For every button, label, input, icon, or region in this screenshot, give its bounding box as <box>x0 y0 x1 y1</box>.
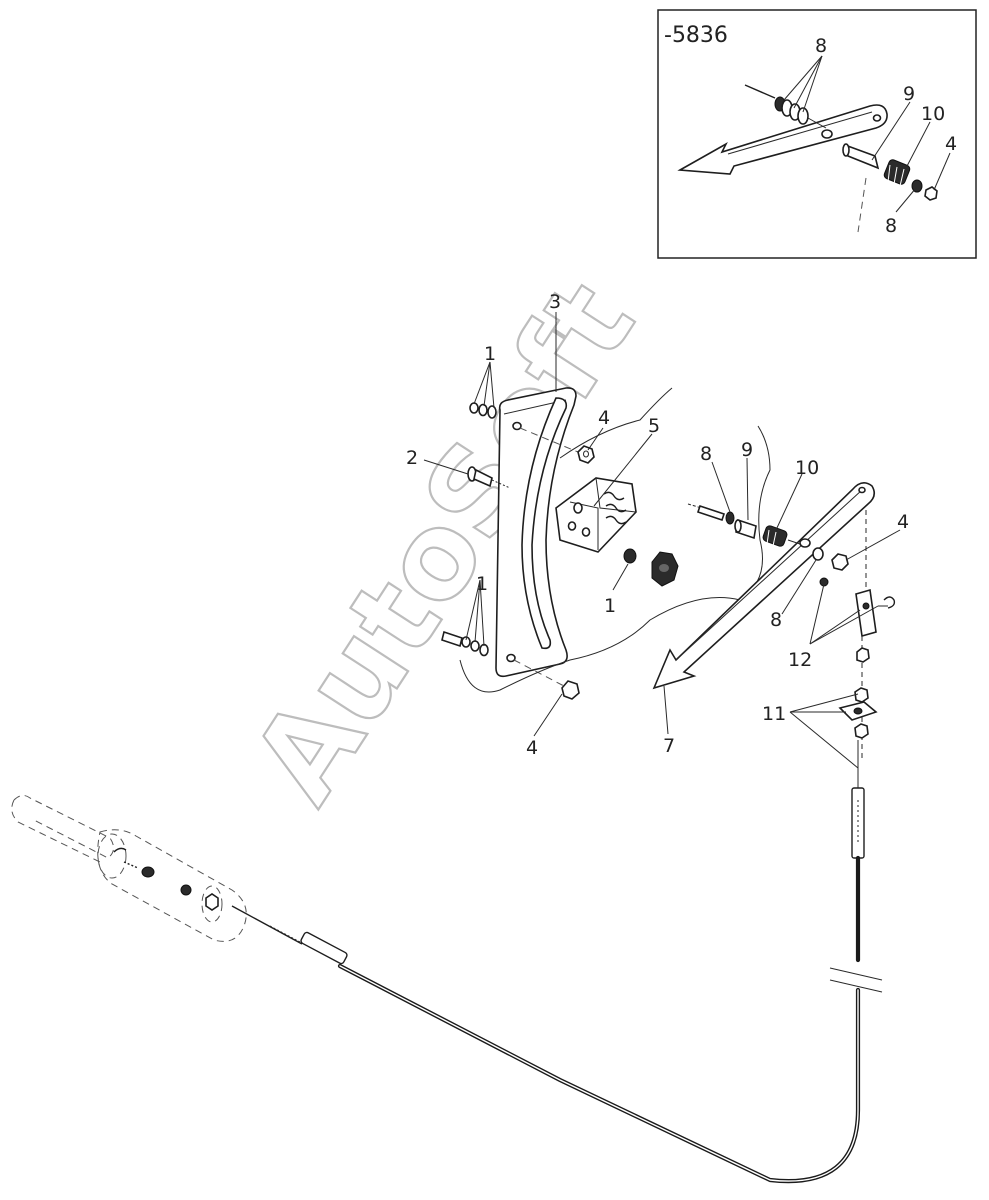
cable-nuts-bracket <box>838 636 878 760</box>
inset-callout-8-bottom: 8 <box>885 215 897 237</box>
inset-nut <box>924 186 938 201</box>
governor-outline <box>11 794 247 942</box>
callout-3: 3 <box>549 291 561 313</box>
inset-callout-4: 4 <box>945 133 957 155</box>
washer-middle <box>623 548 637 564</box>
inset-panel: -5836 <box>657 9 977 259</box>
inset-spacer <box>842 143 880 170</box>
nut-top <box>519 427 595 464</box>
nut-bottom <box>513 659 580 700</box>
callout-2: 2 <box>406 447 418 469</box>
callout-9-main: 9 <box>741 439 753 461</box>
nut-right <box>831 553 849 571</box>
callout-1-top: 1 <box>484 343 496 365</box>
callout-12: 12 <box>788 649 812 671</box>
control-cable <box>231 740 883 1184</box>
callout-5: 5 <box>648 415 660 437</box>
inset-axis-line <box>857 177 867 233</box>
bolt-pivot <box>467 466 511 489</box>
callout-11: 11 <box>762 703 786 725</box>
inset-code: -5836 <box>664 23 728 48</box>
quadrant-plate <box>495 387 577 678</box>
break-line-left <box>459 425 771 693</box>
callout-4-top: 4 <box>598 407 610 429</box>
callouts: 1 2 3 4 5 8 9 10 4 1 1 8 12 4 7 11 <box>406 291 909 759</box>
inset-bolt <box>744 84 827 129</box>
inset-callout-10: 10 <box>921 103 945 125</box>
inset-callout-9: 9 <box>903 83 915 105</box>
leader-lines <box>423 312 901 769</box>
pin-axis-line <box>787 539 801 545</box>
callout-7: 7 <box>663 735 675 757</box>
inset-washer <box>911 179 923 193</box>
callout-8-lower: 8 <box>770 609 782 631</box>
spring <box>762 525 788 547</box>
callout-4-bottom: 4 <box>526 737 538 759</box>
inset-callouts: 8 9 10 4 8 <box>815 35 957 237</box>
hand-lever <box>652 482 876 690</box>
inset-leaders <box>783 55 951 213</box>
inset-callout-8-top: 8 <box>815 35 827 57</box>
callout-1-bottom: 1 <box>476 573 488 595</box>
inset-spring <box>883 159 911 187</box>
callout-10-main: 10 <box>795 457 819 479</box>
washer-right <box>812 547 824 561</box>
callout-4-right: 4 <box>897 511 909 533</box>
washers-bottom <box>441 630 489 657</box>
callout-8-main: 8 <box>700 443 712 465</box>
friction-block <box>555 477 637 553</box>
callout-1-middle: 1 <box>604 595 616 617</box>
spacer <box>734 518 757 540</box>
inset-lever-arm <box>677 104 888 175</box>
break-line-upper <box>559 387 673 459</box>
knob <box>651 551 679 587</box>
lever-pin <box>687 503 735 525</box>
